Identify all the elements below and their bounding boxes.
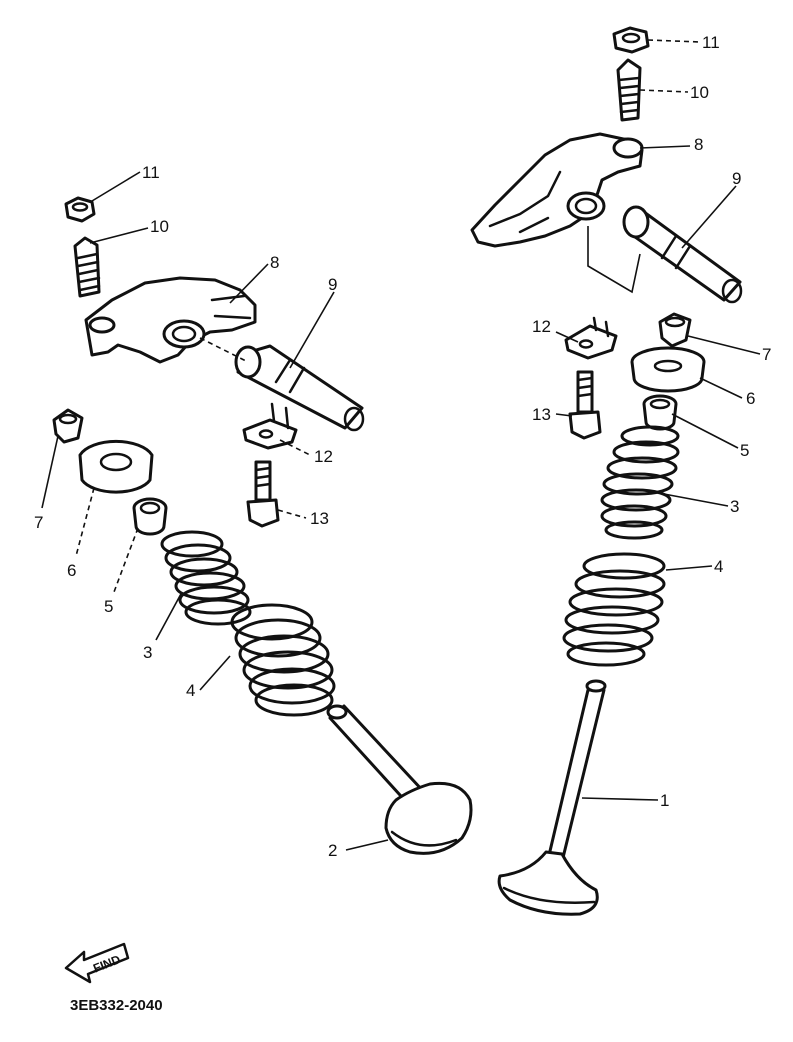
callout-5-left: 5 bbox=[104, 597, 113, 616]
callout-3-left: 3 bbox=[143, 643, 152, 662]
callout-labels: 11 10 8 9 12 13 7 6 5 3 4 2 11 10 8 9 12… bbox=[34, 33, 771, 860]
right-shaft-plate bbox=[564, 316, 618, 360]
leader-lines bbox=[41, 39, 761, 851]
left-outer-spring bbox=[230, 603, 336, 717]
left-spring-retainer bbox=[78, 439, 154, 494]
right-valve bbox=[497, 679, 607, 916]
find-arrow-icon[interactable]: FIND bbox=[64, 942, 130, 984]
callout-12-right: 12 bbox=[532, 317, 551, 336]
right-adjusting-screw bbox=[616, 58, 642, 122]
callout-10-left: 10 bbox=[150, 217, 169, 236]
callout-7-left: 7 bbox=[34, 513, 43, 532]
callout-13-left: 13 bbox=[310, 509, 329, 528]
callout-4-left: 4 bbox=[186, 681, 195, 700]
right-inner-spring bbox=[600, 425, 680, 540]
callout-3-right: 3 bbox=[730, 497, 739, 516]
right-shaft-guide-line bbox=[587, 226, 641, 294]
left-locknut bbox=[64, 196, 96, 223]
right-rocker-shaft bbox=[622, 205, 743, 304]
callout-7-right: 7 bbox=[762, 345, 771, 364]
left-adjusting-screw bbox=[73, 236, 101, 298]
right-bolt bbox=[568, 370, 602, 440]
callout-6-right: 6 bbox=[746, 389, 755, 408]
callout-8-right: 8 bbox=[694, 135, 703, 154]
left-stem-seal bbox=[132, 497, 168, 536]
callout-6-left: 6 bbox=[67, 561, 76, 580]
right-rocker-arm bbox=[470, 132, 644, 248]
callout-9-right: 9 bbox=[732, 169, 741, 188]
right-outer-spring bbox=[562, 552, 666, 667]
right-stem-seal bbox=[642, 394, 678, 431]
callout-8-left: 8 bbox=[270, 253, 279, 272]
callout-5-right: 5 bbox=[740, 441, 749, 460]
callout-1: 1 bbox=[660, 791, 669, 810]
diagram-code: 3EB332-2040 bbox=[70, 997, 163, 1014]
callout-11-left: 11 bbox=[142, 163, 160, 182]
left-rocker-shaft bbox=[234, 344, 365, 432]
left-rocker-arm bbox=[84, 276, 257, 364]
right-valve-cotter bbox=[658, 312, 692, 348]
callout-2: 2 bbox=[328, 841, 337, 860]
right-locknut bbox=[612, 26, 650, 54]
left-valve bbox=[326, 704, 473, 855]
left-shaft-plate bbox=[242, 402, 298, 450]
callout-13-right: 13 bbox=[532, 405, 551, 424]
left-bolt bbox=[246, 460, 280, 528]
callout-12-left: 12 bbox=[314, 447, 333, 466]
callout-10-right: 10 bbox=[690, 83, 709, 102]
right-spring-retainer bbox=[630, 346, 706, 393]
left-inner-spring bbox=[160, 530, 252, 626]
callout-11-right: 11 bbox=[702, 33, 720, 52]
left-valve-cotter bbox=[52, 408, 84, 444]
callout-9-left: 9 bbox=[328, 275, 337, 294]
callout-4-right: 4 bbox=[714, 557, 723, 576]
